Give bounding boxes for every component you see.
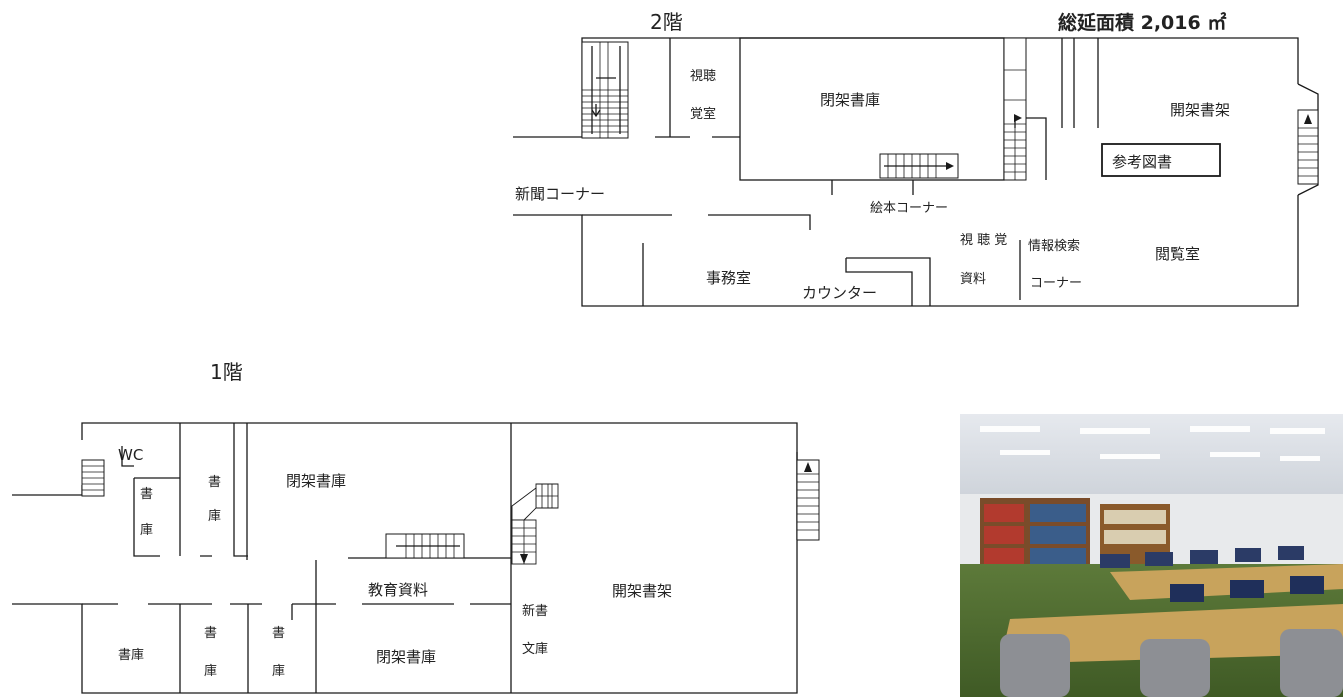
storage-d-label-1: 書 bbox=[272, 626, 285, 641]
storage-b-label-1: 書 bbox=[208, 475, 221, 490]
office-label: 事務室 bbox=[706, 269, 751, 287]
closed-stacks-label: 閉架書庫 bbox=[820, 91, 880, 109]
newspaper-label: 新聞コーナー bbox=[515, 185, 605, 203]
closed-stacks-1f-label: 閉架書庫 bbox=[286, 472, 346, 490]
floor1-title: 1階 bbox=[210, 360, 243, 384]
floor1-plan: 1階 WC 書 庫 書 庫 閉架書庫 bbox=[12, 360, 820, 694]
storage-a-label-1: 書 bbox=[140, 487, 153, 502]
storage-a-label-2: 庫 bbox=[140, 523, 153, 538]
info-search-label-b: コーナー bbox=[1030, 276, 1082, 291]
open-shelves-label: 開架書架 bbox=[1170, 101, 1230, 119]
stair-lines bbox=[582, 42, 628, 138]
wc-label: WC bbox=[118, 446, 143, 464]
av-materials-label-a: 視 聴 覚 bbox=[960, 233, 1007, 248]
counter-label: カウンター bbox=[802, 284, 877, 302]
floor2-plan: 2階 総延面積 2,016 ㎡ 視聴 覚室 閉架書庫 bbox=[513, 10, 1319, 307]
education-label: 教育資料 bbox=[368, 581, 428, 599]
reference-label: 参考図書 bbox=[1112, 153, 1172, 171]
floor2-title: 2階 bbox=[650, 10, 683, 34]
storage-bottom-label: 書庫 bbox=[118, 648, 144, 663]
av-materials-label-b: 資料 bbox=[960, 272, 986, 287]
storage-b-label-2: 庫 bbox=[208, 509, 221, 524]
shinsho-label-b: 文庫 bbox=[522, 642, 548, 657]
storage-c-label-2: 庫 bbox=[204, 664, 217, 679]
shinsho-label-a: 新書 bbox=[522, 603, 548, 619]
av-room-label-b: 覚室 bbox=[690, 106, 716, 122]
av-room-label-a: 視聴 bbox=[690, 69, 716, 84]
reading-room-photo bbox=[960, 414, 1343, 697]
storage-c-label-1: 書 bbox=[204, 626, 217, 641]
picture-books-label: 絵本コーナー bbox=[870, 201, 948, 216]
storage-d-label-2: 庫 bbox=[272, 664, 285, 679]
open-shelves-1f-label: 開架書架 bbox=[612, 582, 672, 600]
info-search-label-a: 情報検索 bbox=[1028, 239, 1080, 254]
closed-stacks-1f-bottom-label: 閉架書庫 bbox=[376, 648, 436, 666]
floor2-area: 総延面積 2,016 ㎡ bbox=[1058, 11, 1226, 34]
reading-room-label: 閲覧室 bbox=[1155, 245, 1200, 263]
